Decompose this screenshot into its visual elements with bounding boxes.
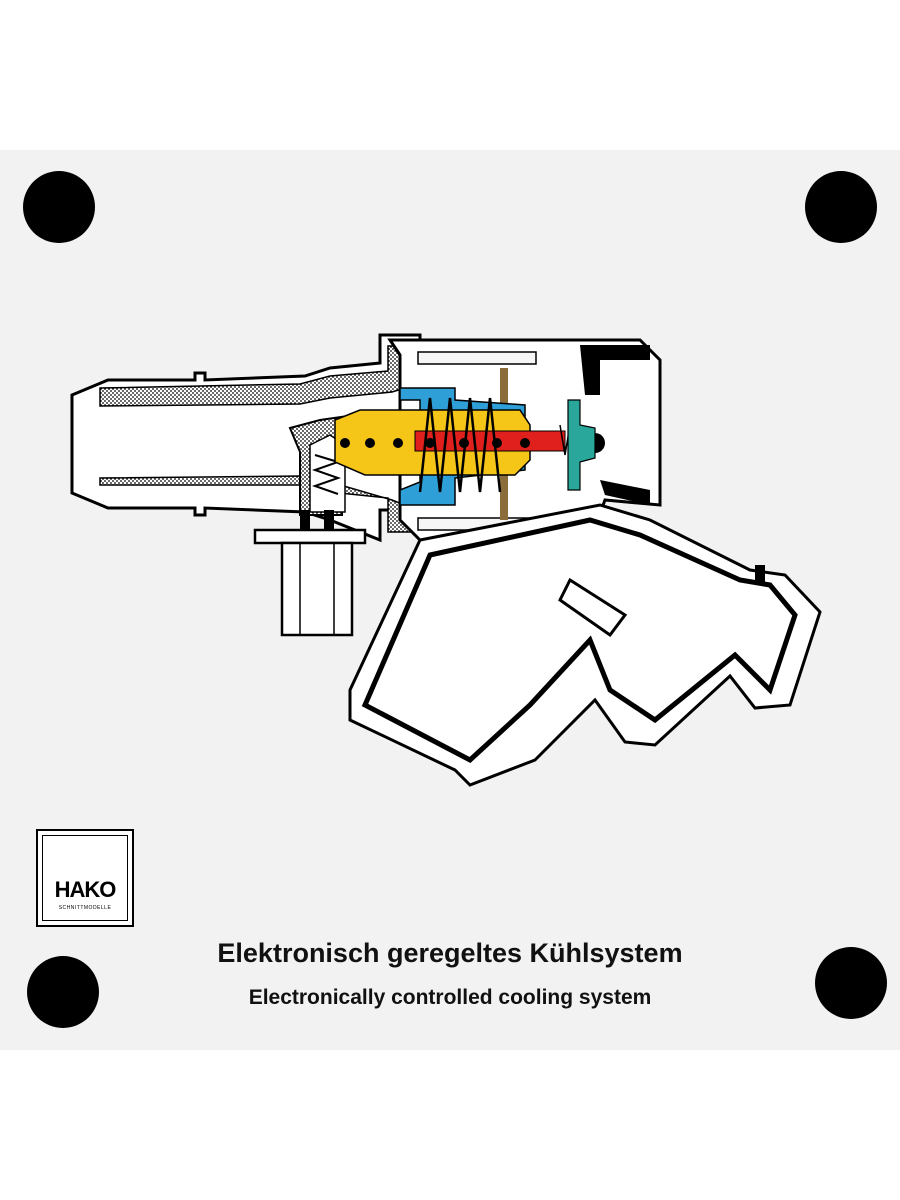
outlet-branches xyxy=(348,503,822,787)
logo-frame xyxy=(42,835,128,921)
valve-seal xyxy=(567,399,596,491)
mounting-hole-top-left xyxy=(23,171,95,243)
hako-logo: HAKO SCHNITTMODELLE xyxy=(36,829,134,927)
logo-tagline: SCHNITTMODELLE xyxy=(58,905,112,911)
caption-english: Electronically controlled cooling system xyxy=(248,986,652,1009)
mounting-hole-bottom-right xyxy=(815,947,887,1019)
mounting-hole-bottom-left xyxy=(27,956,99,1028)
caption-german: Elektronisch geregeltes Kühlsystem xyxy=(217,938,683,968)
mounting-hole-top-right xyxy=(805,171,877,243)
heating-pin xyxy=(414,430,566,452)
logo-brand: HAKO xyxy=(54,877,117,902)
